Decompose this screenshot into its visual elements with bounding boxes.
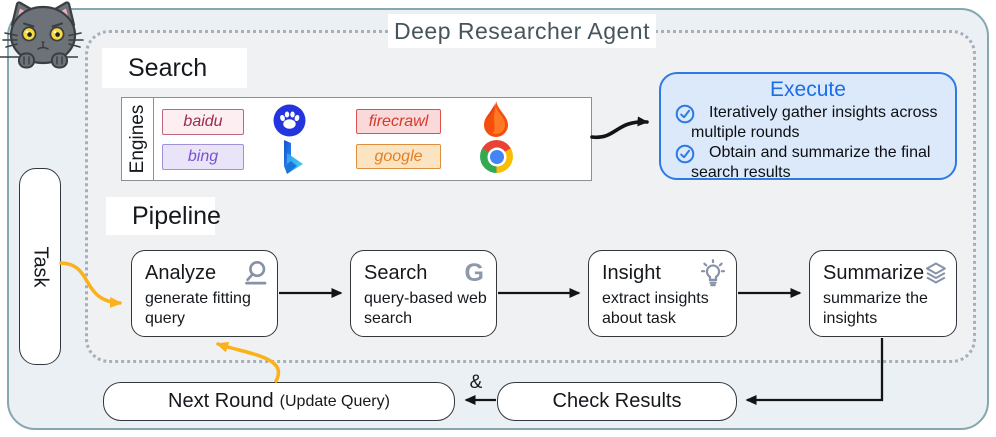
step-title: Analyze — [145, 261, 217, 284]
next-round-node: Next Round (Update Query) — [103, 382, 455, 421]
execute-item-text: Obtain and summarize the final search re… — [691, 144, 931, 181]
chrome-icon — [480, 140, 513, 173]
google-g-icon: G — [464, 258, 484, 287]
baidu-paw-icon — [273, 104, 306, 137]
engine-baidu: baidu — [162, 109, 244, 135]
lightbulb-icon — [700, 258, 726, 286]
engine-firecrawl: firecrawl — [356, 109, 441, 134]
engine-google: google — [356, 144, 441, 169]
engine-bing: bing — [162, 144, 244, 170]
pipeline-step-summarize: Summarize summarize the insights — [809, 250, 957, 337]
cat-mascot-icon — [0, 1, 84, 69]
magnifier-icon — [245, 260, 267, 285]
engines-label-cell: Engines — [122, 98, 154, 180]
check-circle-icon — [675, 144, 695, 170]
execute-item: Obtain and summarize the final search re… — [675, 143, 949, 182]
layers-icon — [926, 262, 947, 284]
firecrawl-flame-icon — [484, 101, 508, 137]
engines-box: Engines baidu bing firecrawl google — [121, 97, 592, 181]
engines-label: Engines — [126, 104, 148, 174]
task-label: Task — [29, 245, 52, 288]
check-results-node: Check Results — [497, 382, 737, 421]
execute-item: Iteratively gather insights across multi… — [675, 103, 949, 142]
step-title: Search — [364, 261, 428, 284]
agent-title: Deep Researcher Agent — [394, 17, 650, 44]
next-round-label: Next Round — [168, 390, 274, 412]
execute-box: Execute Iteratively gather insights acro… — [659, 72, 957, 182]
execute-item-text: Iteratively gather insights across multi… — [691, 104, 938, 141]
pipeline-step-insight: Insight extract insights about task — [588, 250, 737, 337]
check-circle-icon — [675, 104, 695, 130]
step-title: Insight — [602, 261, 661, 284]
ampersand-label: & — [469, 372, 483, 393]
agent-title-patch: Deep Researcher Agent — [388, 14, 656, 48]
step-subtitle: generate fitting query — [145, 290, 251, 327]
step-subtitle: summarize the insights — [823, 290, 928, 327]
bing-icon — [284, 140, 303, 174]
step-subtitle: query-based web search — [364, 290, 487, 327]
pipeline-step-search: Search G query-based web search — [350, 250, 497, 337]
pipeline-section-label: Pipeline — [106, 197, 221, 235]
task-node: Task — [19, 168, 61, 365]
execute-title: Execute — [770, 78, 846, 101]
next-round-note: (Update Query) — [279, 392, 390, 410]
search-section-label: Search — [102, 48, 247, 88]
step-subtitle: extract insights about task — [602, 290, 709, 327]
step-title: Summarize — [823, 261, 925, 284]
pipeline-step-analyze: Analyze generate fitting query — [131, 250, 278, 337]
